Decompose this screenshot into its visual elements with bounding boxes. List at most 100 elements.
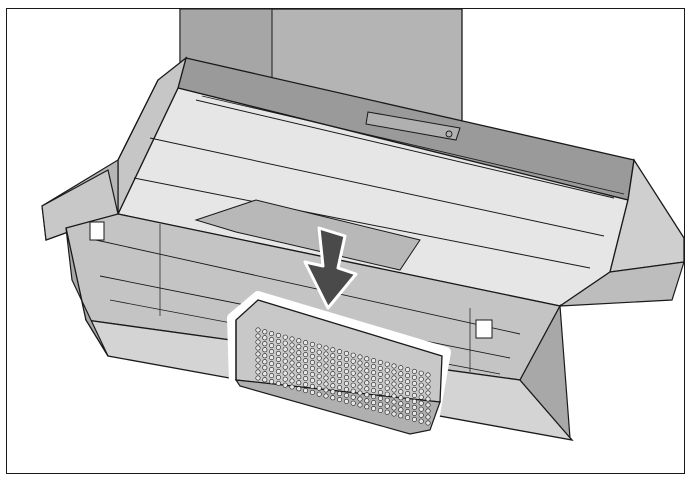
mesh-hole bbox=[398, 407, 404, 413]
mesh-hole bbox=[289, 342, 295, 348]
mesh-hole bbox=[350, 400, 356, 406]
mesh-hole bbox=[262, 365, 268, 371]
mesh-hole bbox=[377, 407, 383, 413]
mesh-hole bbox=[371, 382, 377, 388]
mesh-hole bbox=[262, 371, 268, 377]
mesh-hole bbox=[309, 377, 315, 383]
mesh-hole bbox=[371, 364, 377, 370]
mesh-hole bbox=[262, 329, 268, 335]
mesh-hole bbox=[343, 380, 349, 386]
mesh-hole bbox=[309, 389, 315, 395]
mesh-hole bbox=[425, 390, 431, 396]
mesh-hole bbox=[391, 393, 397, 399]
mesh-hole bbox=[384, 373, 390, 379]
mesh-hole bbox=[309, 353, 315, 359]
mesh-hole bbox=[357, 390, 363, 396]
mesh-hole bbox=[425, 372, 431, 378]
mesh-hole bbox=[303, 358, 309, 364]
mesh-hole bbox=[275, 350, 281, 356]
mesh-hole bbox=[350, 358, 356, 364]
mesh-hole bbox=[323, 375, 329, 381]
mesh-hole bbox=[330, 347, 336, 353]
mesh-hole bbox=[296, 356, 302, 362]
mesh-hole bbox=[282, 382, 288, 388]
mesh-hole bbox=[405, 373, 411, 379]
mesh-hole bbox=[289, 366, 295, 372]
mesh-hole bbox=[411, 374, 417, 380]
mesh-hole bbox=[330, 377, 336, 383]
mesh-hole bbox=[309, 371, 315, 377]
mesh-hole bbox=[337, 379, 343, 385]
mesh-hole bbox=[330, 359, 336, 365]
mesh-hole bbox=[405, 409, 411, 415]
mesh-hole bbox=[377, 359, 383, 365]
mesh-hole bbox=[343, 374, 349, 380]
mesh-hole bbox=[364, 386, 370, 392]
mesh-hole bbox=[425, 378, 431, 384]
mesh-hole bbox=[330, 383, 336, 389]
mesh-hole bbox=[289, 354, 295, 360]
mesh-hole bbox=[330, 365, 336, 371]
mesh-hole bbox=[364, 362, 370, 368]
mesh-hole bbox=[337, 397, 343, 403]
mesh-hole bbox=[391, 369, 397, 375]
mesh-hole bbox=[418, 418, 424, 424]
mesh-hole bbox=[262, 335, 268, 341]
mesh-hole bbox=[275, 368, 281, 374]
mesh-hole bbox=[371, 370, 377, 376]
mesh-hole bbox=[425, 402, 431, 408]
mesh-hole bbox=[405, 385, 411, 391]
mesh-hole bbox=[411, 416, 417, 422]
mesh-hole bbox=[323, 345, 329, 351]
mesh-hole bbox=[398, 395, 404, 401]
mesh-hole bbox=[398, 371, 404, 377]
mesh-hole bbox=[316, 391, 322, 397]
mesh-hole bbox=[391, 411, 397, 417]
mesh-hole bbox=[289, 384, 295, 390]
mesh-hole bbox=[398, 365, 404, 371]
mesh-hole bbox=[269, 355, 275, 361]
mesh-hole bbox=[357, 360, 363, 366]
mesh-hole bbox=[282, 334, 288, 340]
mesh-hole bbox=[418, 382, 424, 388]
mesh-hole bbox=[371, 358, 377, 364]
mesh-hole bbox=[371, 400, 377, 406]
mesh-hole bbox=[296, 380, 302, 386]
mesh-hole bbox=[343, 362, 349, 368]
mesh-hole bbox=[282, 364, 288, 370]
mesh-hole bbox=[255, 357, 261, 363]
mesh-hole bbox=[296, 386, 302, 392]
mesh-hole bbox=[337, 373, 343, 379]
mesh-hole bbox=[364, 398, 370, 404]
mesh-hole bbox=[418, 376, 424, 382]
mesh-hole bbox=[309, 347, 315, 353]
mesh-hole bbox=[425, 384, 431, 390]
mesh-hole bbox=[309, 365, 315, 371]
mesh-hole bbox=[316, 379, 322, 385]
mesh-hole bbox=[289, 336, 295, 342]
mesh-hole bbox=[357, 354, 363, 360]
mesh-hole bbox=[255, 333, 261, 339]
mesh-hole bbox=[405, 391, 411, 397]
mesh-hole bbox=[371, 394, 377, 400]
mesh-hole bbox=[303, 388, 309, 394]
mesh-hole bbox=[425, 420, 431, 426]
mesh-hole bbox=[398, 383, 404, 389]
mesh-hole bbox=[398, 401, 404, 407]
mesh-hole bbox=[350, 388, 356, 394]
mesh-hole bbox=[255, 369, 261, 375]
mesh-hole bbox=[316, 343, 322, 349]
mesh-hole bbox=[303, 340, 309, 346]
mesh-hole bbox=[296, 374, 302, 380]
mesh-hole bbox=[357, 366, 363, 372]
mesh-hole bbox=[357, 402, 363, 408]
mesh-hole bbox=[337, 361, 343, 367]
mesh-hole bbox=[255, 339, 261, 345]
mesh-hole bbox=[384, 391, 390, 397]
mesh-hole bbox=[357, 378, 363, 384]
mesh-hole bbox=[337, 391, 343, 397]
mesh-hole bbox=[316, 361, 322, 367]
mesh-hole bbox=[350, 394, 356, 400]
mesh-hole bbox=[371, 406, 377, 412]
